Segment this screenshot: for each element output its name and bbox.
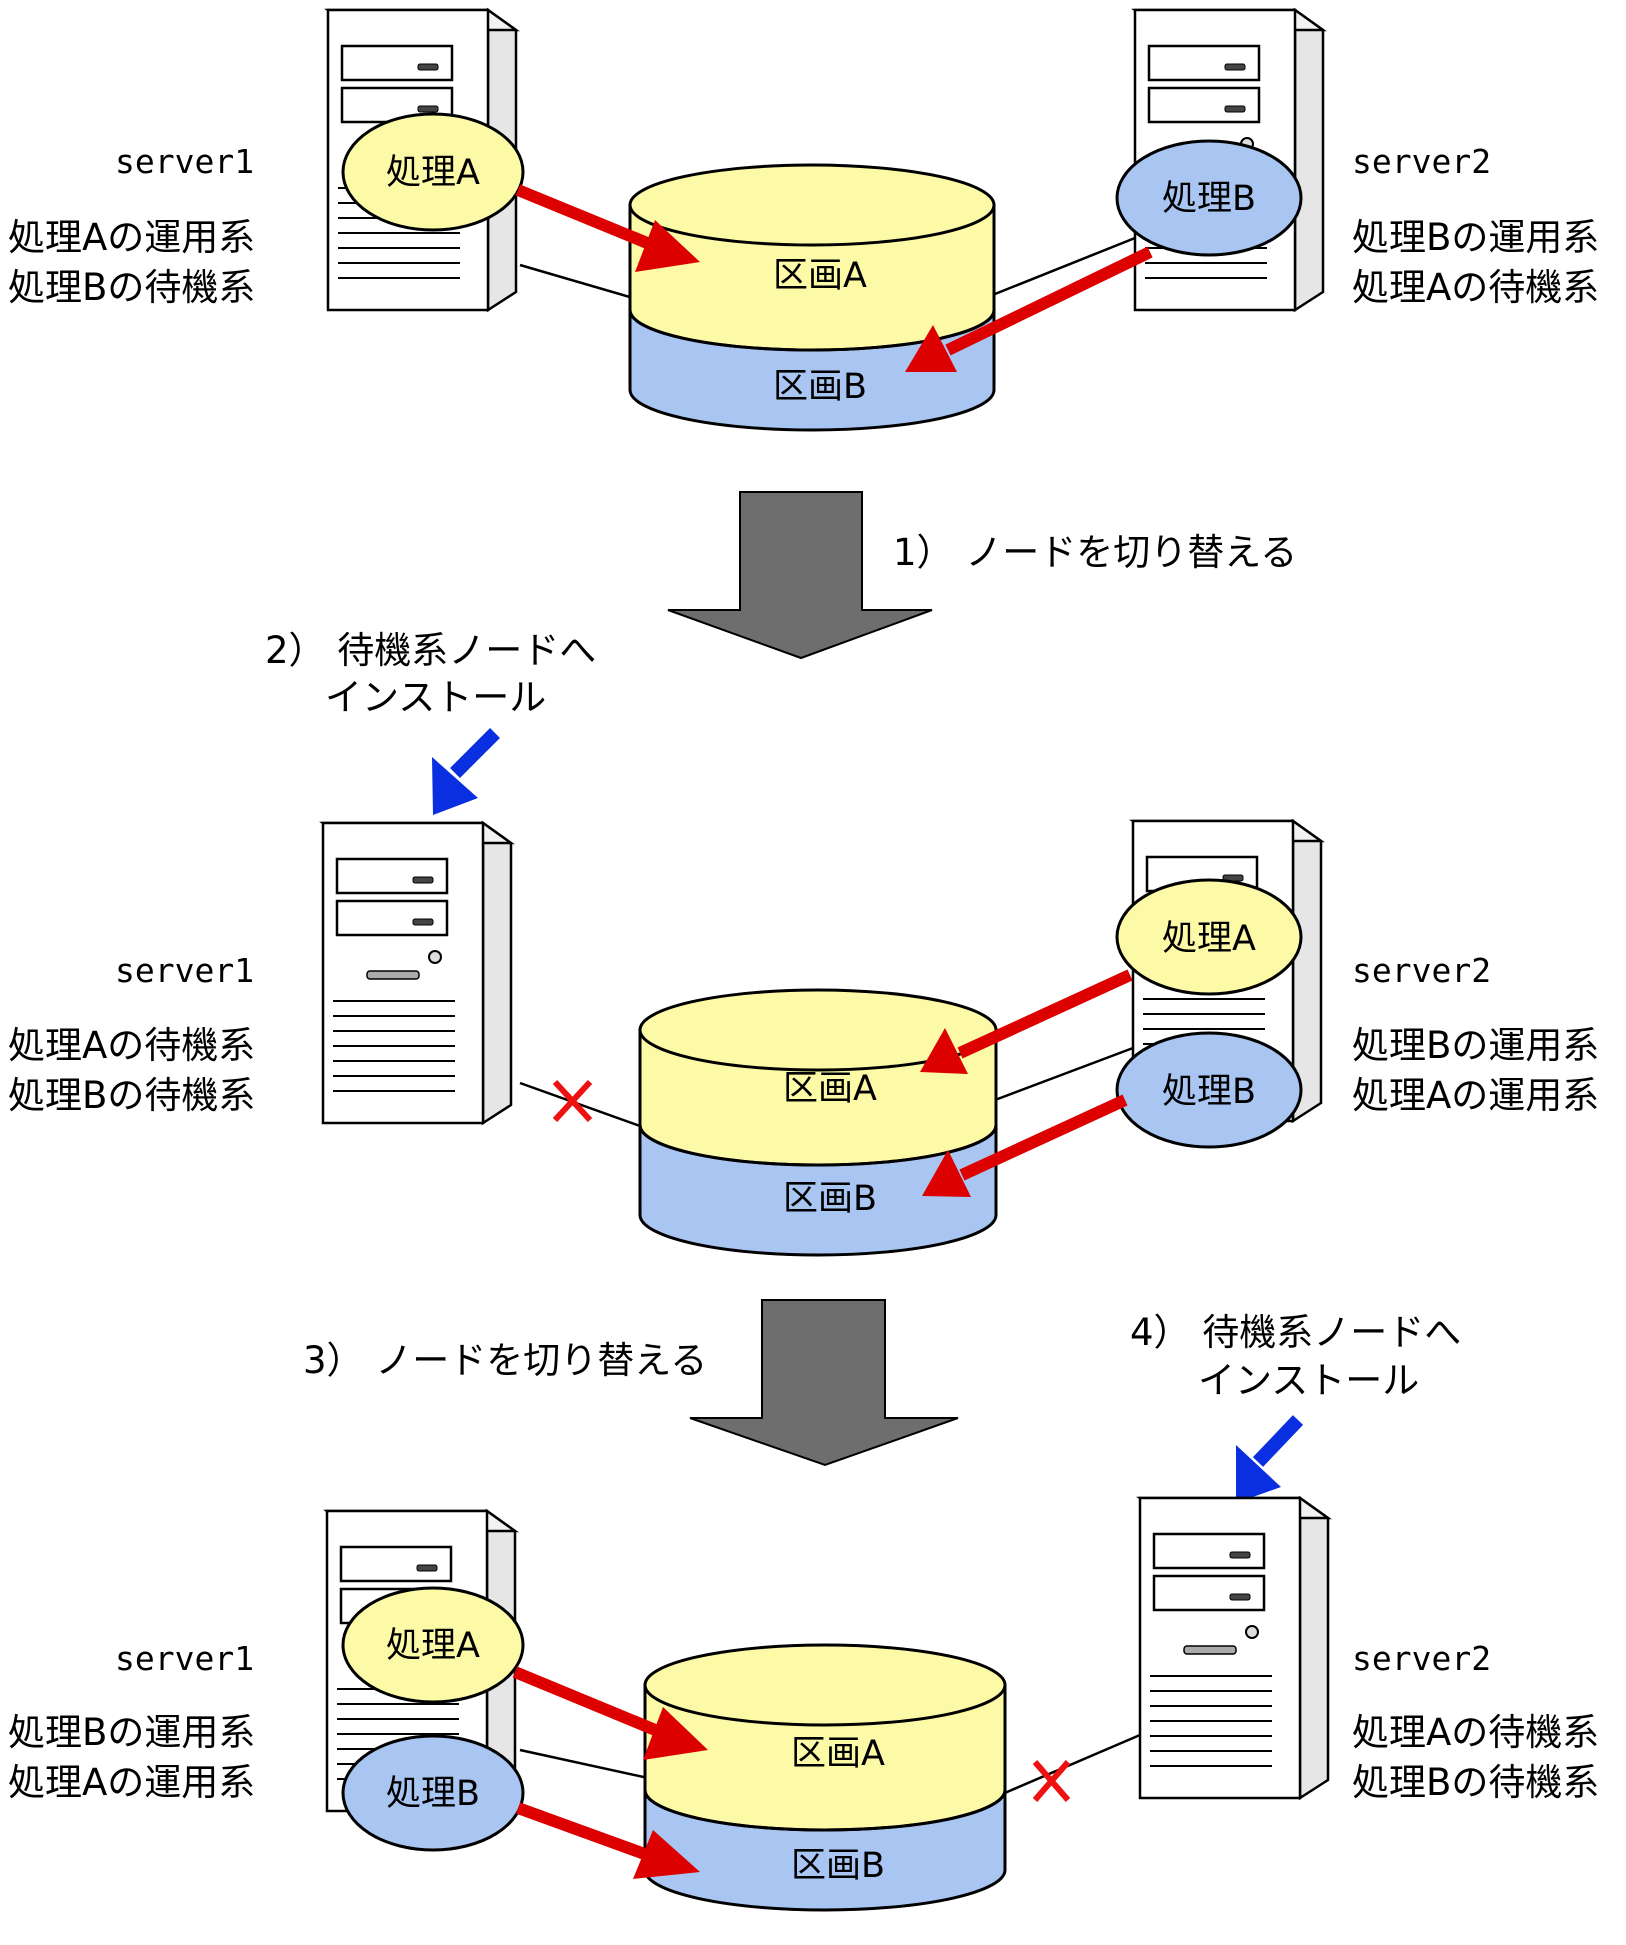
server2-role: 処理Aの待機系 (1352, 1711, 1599, 1754)
process-label: 処理B (1162, 1072, 1256, 1112)
shared-disk-icon (628, 163, 996, 432)
partition-b-label: 区画B (783, 1179, 877, 1219)
server2-role: 処理Bの待機系 (1352, 1761, 1599, 1804)
connection-line (519, 263, 641, 302)
process-label: 処理B (386, 1774, 480, 1814)
process-label: 処理B (1162, 179, 1256, 219)
step4-label-line2: インストール (1198, 1359, 1419, 1402)
server2-role: 処理Aの待機系 (1352, 266, 1599, 309)
server2-name: server2 (1352, 142, 1491, 181)
server1-name: server1 (115, 142, 254, 181)
access-arrow (515, 1802, 700, 1879)
server1-role: 処理Bの待機系 (8, 266, 255, 309)
connection-line (519, 1081, 641, 1128)
partition-a-label: 区画A (773, 256, 867, 296)
process-b-node: 処理B (341, 1734, 525, 1852)
access-arrow (512, 1666, 708, 1760)
server1-role: 処理Aの運用系 (8, 216, 255, 259)
process-label: 処理A (386, 153, 480, 193)
process-a-node: 処理A (341, 1586, 525, 1704)
connection-line (999, 1733, 1141, 1797)
shared-disk-icon (638, 988, 998, 1257)
process-label: 処理A (1162, 919, 1256, 959)
server1-role: 処理Aの運用系 (8, 1761, 255, 1804)
server2-role: 処理Bの運用系 (1352, 1024, 1599, 1067)
partition-b-label: 区画B (791, 1846, 885, 1886)
partition-a-label: 区画A (791, 1734, 885, 1774)
server1-name: server1 (115, 951, 254, 990)
step3-label: 3） ノードを切り替える (303, 1339, 707, 1382)
connection-line (994, 1046, 1134, 1102)
server1-role: 処理Bの待機系 (8, 1074, 255, 1117)
server1-name: server1 (115, 1639, 254, 1678)
install-arrow-icon (1236, 1415, 1304, 1503)
process-a-node: 処理A (1115, 878, 1303, 996)
server2-icon (1138, 1496, 1330, 1800)
step1-label: 1） ノードを切り替える (893, 531, 1297, 574)
connection-line (519, 1748, 649, 1780)
shared-disk-icon (643, 1643, 1007, 1912)
process-b-node: 処理B (1115, 139, 1303, 257)
access-arrow (905, 246, 1153, 372)
partition-b-label: 区画B (773, 367, 867, 407)
connection-line (979, 236, 1136, 302)
process-b-node: 処理B (1115, 1031, 1303, 1149)
step2-label-line2: インストール (325, 676, 546, 719)
access-arrow (922, 1094, 1128, 1197)
access-arrow (515, 184, 700, 272)
install-arrow-icon (432, 728, 500, 815)
server2-name: server2 (1352, 951, 1491, 990)
step-arrow-icon (667, 491, 933, 660)
server2-role: 処理Aの運用系 (1352, 1074, 1599, 1117)
access-arrow (920, 969, 1133, 1074)
stage-1: 区画A 区画B 処理A 処理B server1 処理Aの運用系 処理Bの待機系 … (8, 8, 1599, 432)
process-a-node: 処理A (341, 112, 525, 232)
step-arrow-icon (689, 1299, 959, 1467)
x-mark-icon (552, 1079, 593, 1123)
server1-icon (321, 821, 513, 1125)
stage-3: 区画A 区画B 処理A 処理B server1 処理Bの運用系 処理Aの運用系 … (8, 1496, 1599, 1912)
process-label: 処理A (386, 1626, 480, 1666)
stage-2: 区画A 区画B 処理A 処理B server1 処理Aの待機系 処理Bの待機系 … (8, 819, 1599, 1257)
x-mark-icon (1032, 1760, 1071, 1802)
step4-label-line1: 4） 待機系ノードへ (1130, 1311, 1461, 1354)
server2-role: 処理Bの運用系 (1352, 216, 1599, 259)
partition-a-label: 区画A (783, 1069, 877, 1109)
step2-label-line1: 2） 待機系ノードへ (265, 629, 596, 672)
server1-role: 処理Aの待機系 (8, 1024, 255, 1067)
server1-role: 処理Bの運用系 (8, 1711, 255, 1754)
server2-name: server2 (1352, 1639, 1491, 1678)
